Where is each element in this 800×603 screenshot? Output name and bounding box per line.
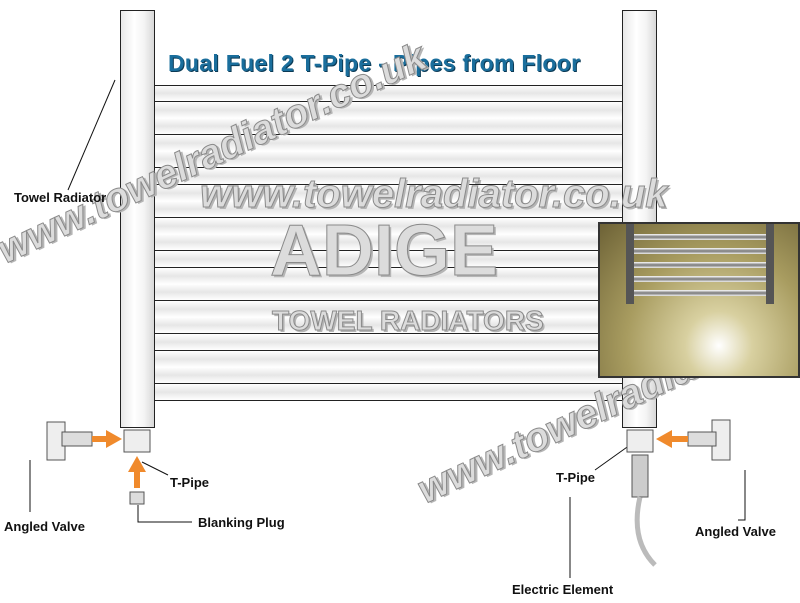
radiator-bar — [155, 151, 622, 169]
radiator-bar — [155, 251, 622, 268]
radiator-bar — [155, 118, 622, 136]
label-t-pipe-left: T-Pipe — [170, 475, 210, 490]
label-t-pipe-right: T-Pipe — [556, 470, 596, 485]
radiator-bar — [155, 334, 622, 351]
diagram-title: Dual Fuel 2 T-Pipe - Pipes from Floor — [168, 50, 581, 76]
radiator-bar — [155, 234, 622, 252]
product-photo — [598, 222, 800, 378]
radiator-bar — [155, 184, 622, 202]
label-angled-valve-right: Angled Valve — [695, 524, 776, 539]
radiator-bar — [155, 134, 622, 152]
title-panel — [155, 10, 622, 86]
label-electric-element: Electric Element — [512, 582, 614, 597]
label-angled-valve-left: Angled Valve — [4, 519, 85, 534]
radiator-bar — [155, 284, 622, 302]
radiator-bar — [155, 383, 622, 401]
radiator-bar — [155, 300, 622, 318]
radiator-bar — [155, 367, 622, 385]
radiator-bar — [155, 267, 622, 285]
watermark-tagline: TOWEL RADIATORS — [272, 305, 545, 337]
label-blanking-plug: Blanking Plug — [198, 515, 285, 530]
radiator-bar — [155, 317, 622, 335]
label-towel-radiator: Towel Radiator — [14, 190, 107, 205]
watermark-brand: ADIGE — [269, 211, 499, 292]
radiator-bar — [155, 201, 622, 219]
radiator-bar — [155, 168, 622, 185]
radiator-bar — [155, 101, 622, 119]
radiator-bar — [155, 350, 622, 368]
left-rail — [120, 10, 155, 428]
radiator-bar — [155, 217, 622, 235]
watermark-url: www.towelradiator.co.uk — [200, 172, 668, 217]
radiator-bar — [155, 85, 622, 102]
